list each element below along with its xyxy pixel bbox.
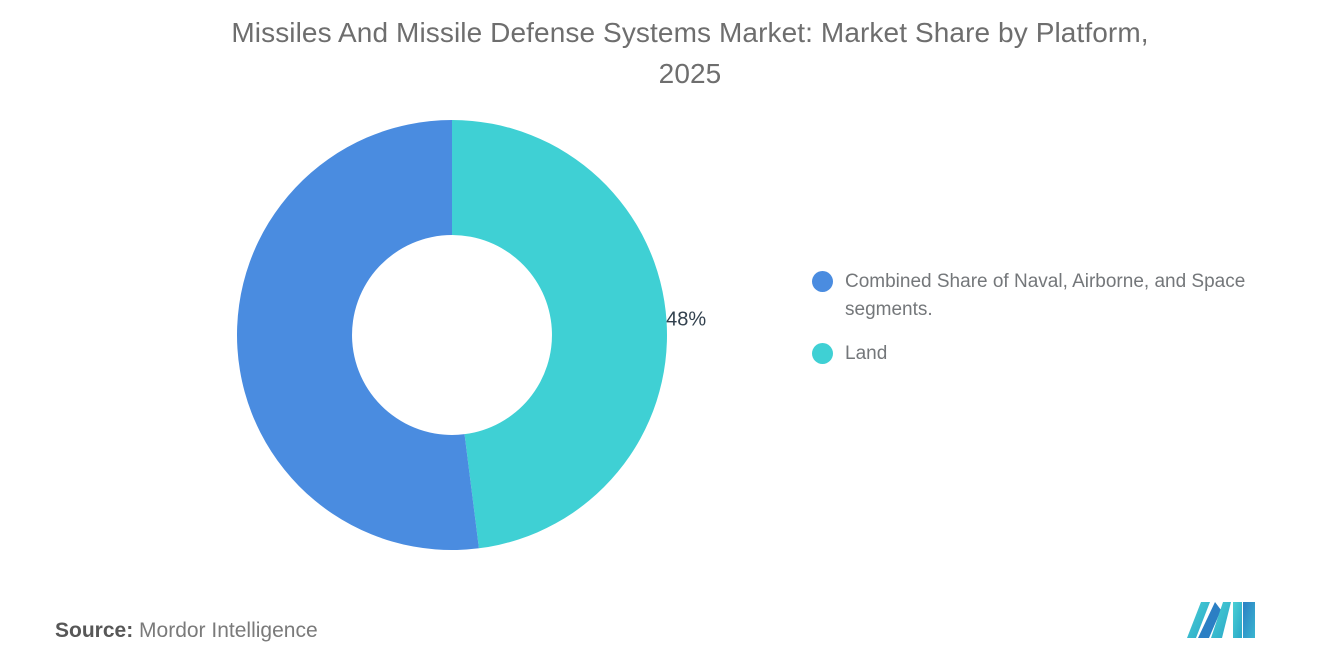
legend-color-swatch-icon — [812, 343, 833, 364]
slice-data-label-land: 48% — [666, 308, 707, 331]
chart-title-line-1: Missiles And Missile Defense Systems Mar… — [231, 17, 1149, 48]
donut-slice-group — [237, 120, 667, 550]
page-title: Missiles And Missile Defense Systems Mar… — [130, 12, 1250, 94]
source-label: Source: — [55, 619, 134, 642]
donut-chart-svg — [237, 120, 667, 550]
donut-slice[interactable] — [237, 120, 479, 550]
legend-item-label: Combined Share of Naval, Airborne, and S… — [845, 271, 1246, 320]
legend-item-label: Land — [845, 343, 888, 364]
donut-slice[interactable] — [452, 120, 667, 549]
legend-color-swatch-icon — [812, 271, 833, 292]
chart-title-line-2: 2025 — [658, 58, 722, 89]
source-value: Mordor Intelligence — [139, 619, 318, 642]
legend-item-combined[interactable]: Combined Share of Naval, Airborne, and S… — [812, 268, 1272, 324]
chart-legend: Combined Share of Naval, Airborne, and S… — [812, 268, 1272, 384]
mordor-intelligence-logo-icon — [1187, 602, 1255, 638]
legend-item-land[interactable]: Land — [812, 340, 1272, 368]
donut-chart: 48% — [237, 120, 706, 550]
source-attribution: Source: Mordor Intelligence — [55, 619, 318, 643]
